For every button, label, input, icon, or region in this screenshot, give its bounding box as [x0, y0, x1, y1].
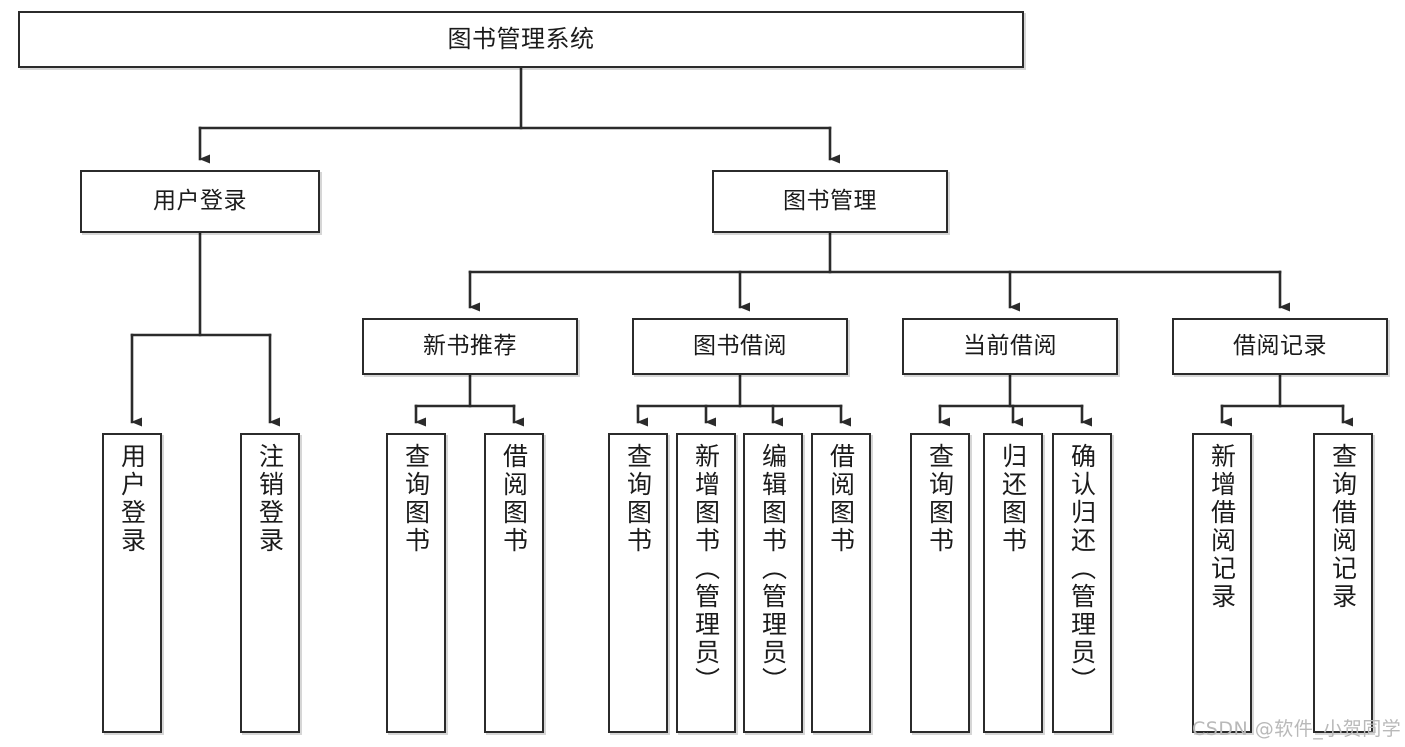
leaf-node-3[interactable]: 借阅图书: [484, 433, 544, 733]
node-label: 新增图书（管理员）: [691, 443, 721, 695]
node-label: 查询借阅记录: [1328, 443, 1358, 611]
node-label: 图书借阅: [693, 333, 787, 360]
leaf-node-8[interactable]: 查询图书: [910, 433, 970, 733]
leaf-node-4[interactable]: 查询图书: [608, 433, 668, 733]
root-node-0[interactable]: 图书管理系统: [18, 11, 1024, 68]
node-label: 查询图书: [925, 443, 955, 555]
node-label: 编辑图书（管理员）: [758, 443, 788, 695]
leaf-node-10[interactable]: 确认归还（管理员）: [1052, 433, 1112, 733]
node-label: 查询图书: [401, 443, 431, 555]
leaf-node-9[interactable]: 归还图书: [983, 433, 1043, 733]
node-label: 注销登录: [255, 443, 285, 555]
node-label: 确认归还（管理员）: [1067, 443, 1097, 695]
level2-node-1[interactable]: 图书管理: [712, 170, 948, 233]
leaf-node-7[interactable]: 借阅图书: [811, 433, 871, 733]
leaf-node-1[interactable]: 注销登录: [240, 433, 300, 733]
node-label: 新书推荐: [423, 333, 517, 360]
node-label: 用户登录: [153, 188, 247, 215]
node-label: 当前借阅: [963, 333, 1057, 360]
level3-node-0[interactable]: 新书推荐: [362, 318, 578, 375]
level3-node-3[interactable]: 借阅记录: [1172, 318, 1388, 375]
node-label: 借阅图书: [499, 443, 529, 555]
level2-node-0[interactable]: 用户登录: [80, 170, 320, 233]
node-label: 图书管理系统: [447, 24, 595, 53]
level3-node-2[interactable]: 当前借阅: [902, 318, 1118, 375]
level3-node-1[interactable]: 图书借阅: [632, 318, 848, 375]
node-label: 图书管理: [783, 188, 877, 215]
leaf-node-6[interactable]: 编辑图书（管理员）: [743, 433, 803, 733]
leaf-node-2[interactable]: 查询图书: [386, 433, 446, 733]
leaf-node-5[interactable]: 新增图书（管理员）: [676, 433, 736, 733]
leaf-node-11[interactable]: 新增借阅记录: [1192, 433, 1252, 733]
watermark-text: CSDN @软件_小贺同学: [1192, 718, 1402, 740]
node-label: 归还图书: [998, 443, 1028, 555]
leaf-node-12[interactable]: 查询借阅记录: [1313, 433, 1373, 733]
node-label: 查询图书: [623, 443, 653, 555]
node-label: 新增借阅记录: [1207, 443, 1237, 611]
leaf-node-0[interactable]: 用户登录: [102, 433, 162, 733]
node-label: 用户登录: [117, 443, 147, 555]
node-label: 借阅图书: [826, 443, 856, 555]
node-label: 借阅记录: [1233, 333, 1327, 360]
